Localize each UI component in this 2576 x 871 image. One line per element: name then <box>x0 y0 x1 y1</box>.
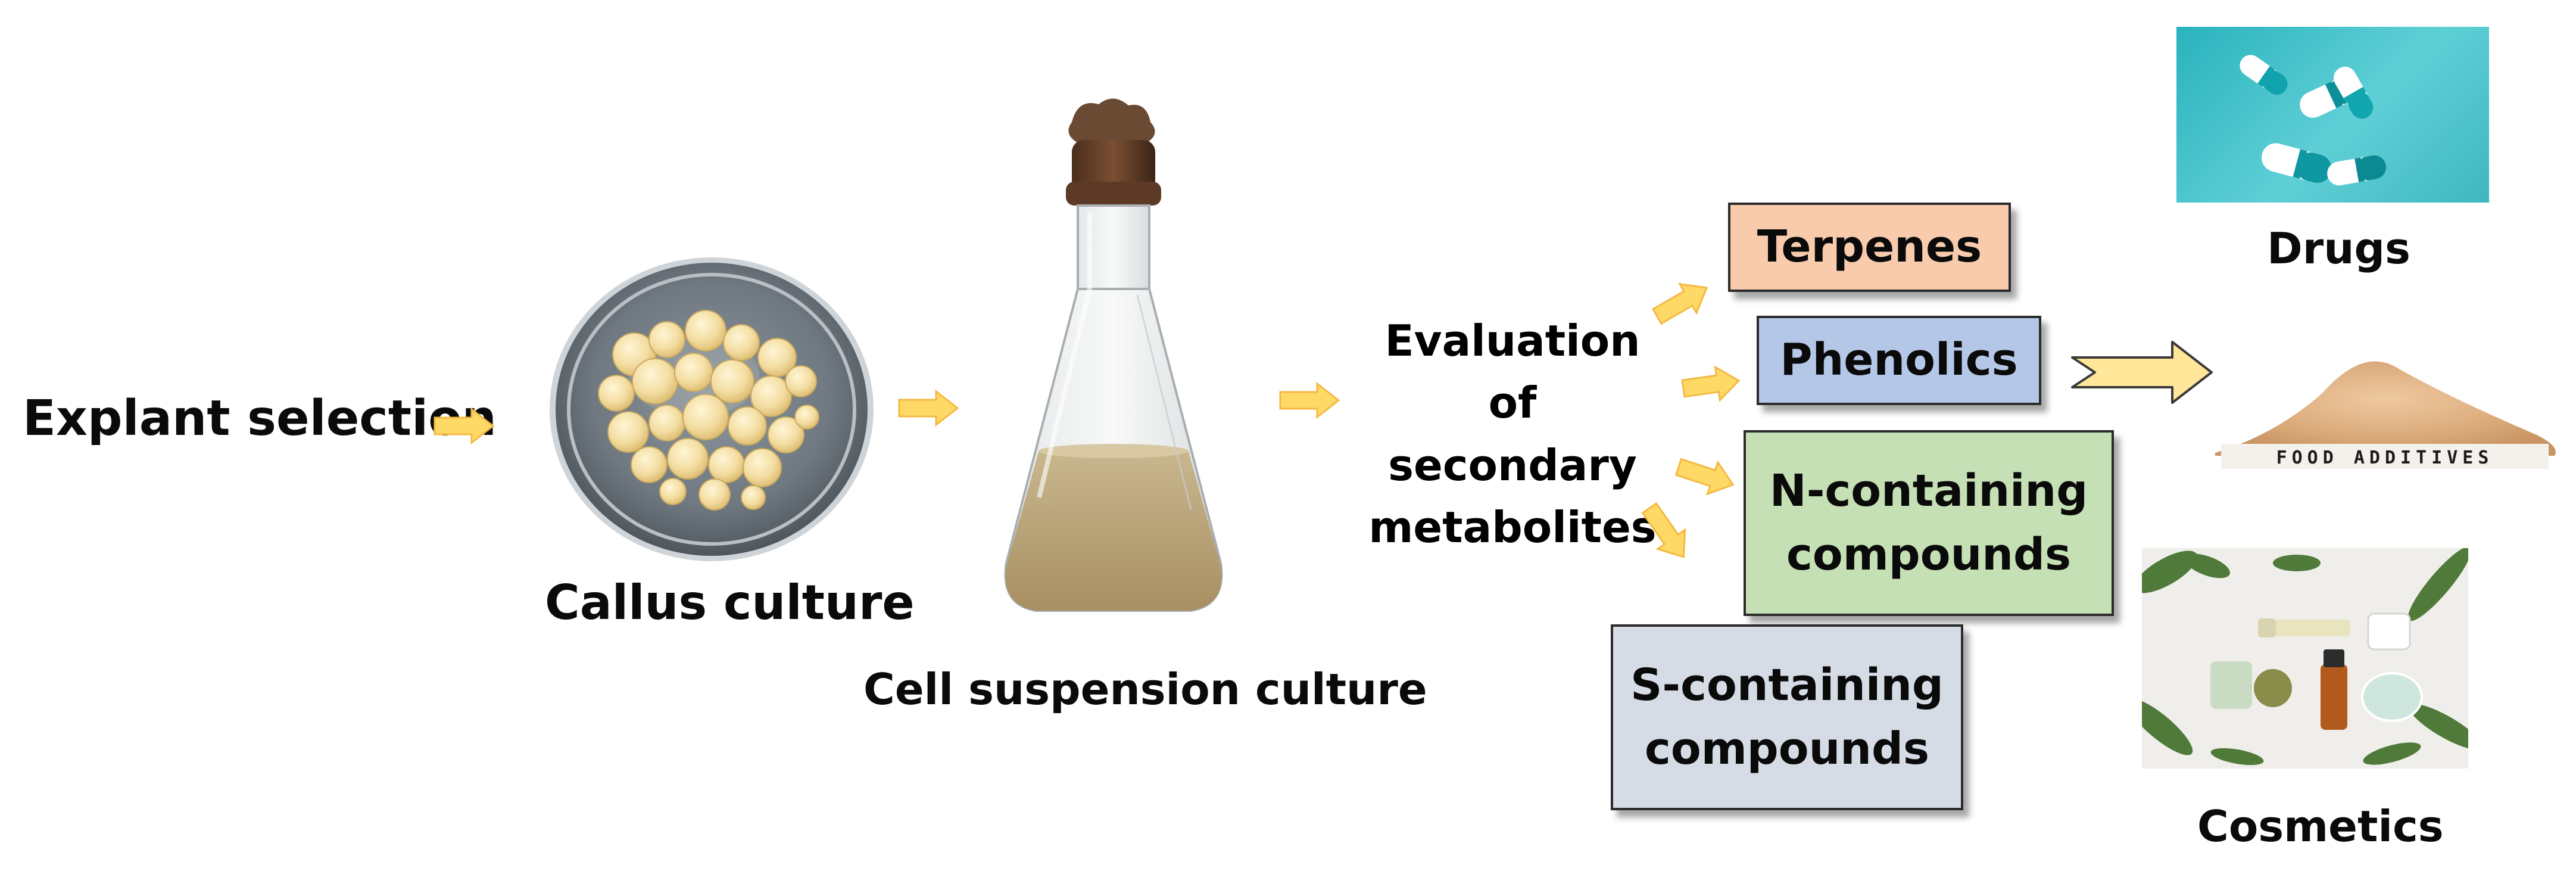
powder-pile-photo: FOOD ADDITIVES <box>2203 334 2561 477</box>
s-containing-line-2: compounds <box>1644 723 1929 774</box>
drugs-label: Drugs <box>2267 223 2410 273</box>
food-additives-sign: FOOD ADDITIVES <box>2221 444 2549 469</box>
arrow-to-s-containing <box>1641 502 1686 558</box>
cell-suspension-culture-label: Cell suspension culture <box>863 664 1427 714</box>
arrow-to-n-containing <box>1674 458 1735 496</box>
evaluation-line-2: of secondary <box>1388 378 1637 490</box>
arrow-explant-to-callus <box>434 407 495 445</box>
s-containing-line-1: S-containing <box>1630 659 1944 711</box>
evaluation-line-1: Evaluation <box>1384 316 1641 366</box>
n-containing-line-1: N-containing <box>1769 465 2088 517</box>
arrow-callus-to-suspension <box>898 389 959 427</box>
arrow-suspension-to-evaluation <box>1279 381 1340 419</box>
cosmetics-label: Cosmetics <box>2197 801 2444 851</box>
arrow-to-phenolics <box>1681 365 1741 402</box>
evaluation-label: Evaluation of secondary metabolites <box>1364 310 1661 559</box>
phenolics-label: Phenolics <box>1780 334 2018 386</box>
n-containing-compounds-box: N-containing compounds <box>1744 430 2114 616</box>
terpenes-label: Terpenes <box>1757 221 1982 273</box>
capsules-photo <box>2176 27 2489 203</box>
s-containing-compounds-box: S-containing compounds <box>1611 624 1963 810</box>
terpenes-box: Terpenes <box>1728 203 2011 292</box>
svg-text:FOOD ADDITIVES: FOOD ADDITIVES <box>2276 447 2494 468</box>
arrow-to-applications <box>2071 341 2213 404</box>
petri-dish-photo <box>550 257 874 561</box>
arrow-to-terpenes <box>1651 282 1708 325</box>
n-containing-line-2: compounds <box>1786 529 2071 580</box>
erlenmeyer-flask-photo <box>1004 98 1223 612</box>
evaluation-line-3: metabolites <box>1368 502 1657 553</box>
cosmetics-flatlay-photo <box>2142 548 2468 769</box>
explant-selection-label: Explant selection <box>23 390 497 447</box>
callus-culture-label: Callus culture <box>545 575 915 630</box>
phenolics-box: Phenolics <box>1757 316 2041 405</box>
